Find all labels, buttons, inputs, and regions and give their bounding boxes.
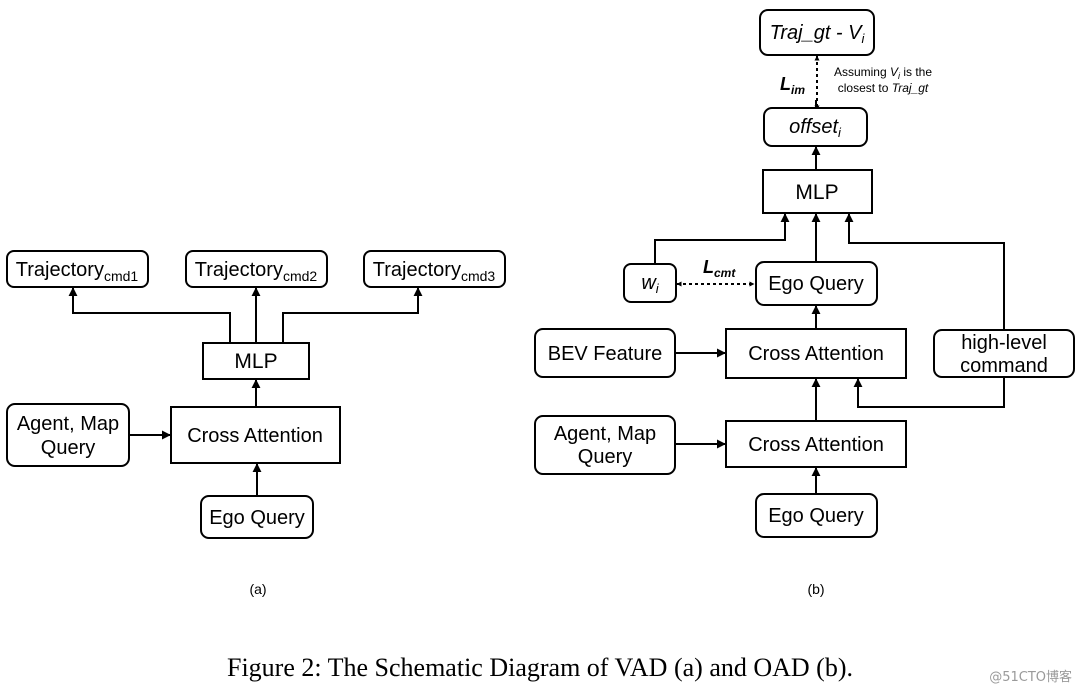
loss-cmt-label: Lcmt [703, 257, 736, 280]
trajectory-cmd1-box: Trajectorycmd1 [6, 250, 149, 288]
agent-map-query-box-a: Agent, Map Query [6, 403, 130, 467]
svg-text:Trajectorycmd3: Trajectorycmd3 [373, 259, 496, 284]
trajectory-cmd2-box: Trajectorycmd2 [185, 250, 328, 288]
arrow-w-to-mlp [654, 213, 790, 264]
panel-a-label: (a) [249, 581, 266, 597]
assumption-note-line1: Assuming Vi is the [834, 65, 932, 81]
bev-feature-label: BEV Feature [548, 343, 663, 365]
ego-query-top-label: Ego Query [768, 273, 864, 295]
agent-map-query-line2-b: Query [578, 446, 632, 468]
w-box: wi [623, 263, 677, 303]
high-level-command-box: high-level command [933, 329, 1075, 378]
w-label: w [641, 272, 657, 294]
agent-map-query-line2-a: Query [41, 437, 95, 459]
svg-text:Trajectorycmd2: Trajectorycmd2 [195, 259, 318, 284]
svg-text:wi: wi [641, 272, 659, 296]
loss-im-label: Lim [780, 74, 805, 97]
loss-im-sub: im [791, 83, 805, 97]
trajectory-cmd3-label: Trajectory [373, 259, 461, 281]
agent-map-query-line1-a: Agent, Map [17, 413, 119, 435]
high-level-command-line1: high-level [961, 332, 1047, 354]
cross-attention-upper-box: Cross Attention [725, 328, 907, 379]
arrow-command-to-mlp [844, 213, 1005, 330]
traj-gt-label: Traj_gt - V [770, 22, 864, 44]
loss-cmt-sub: cmt [714, 266, 736, 280]
ego-query-box-a: Ego Query [200, 495, 314, 539]
assumption-note-line2: closest to Traj_gt [838, 81, 929, 95]
agent-map-query-box-b: Agent, Map Query [534, 415, 676, 475]
cross-attention-label-a: Cross Attention [187, 425, 323, 447]
traj-gt-box: Traj_gt - Vi [759, 9, 875, 56]
offset-sub: i [838, 125, 842, 140]
ego-query-label-a: Ego Query [209, 507, 305, 529]
ego-query-top-box: Ego Query [755, 261, 878, 306]
agent-map-query-line1-b: Agent, Map [554, 423, 656, 445]
mlp-label-a: MLP [234, 350, 277, 373]
panel-b: Traj_gt - Vi Lim Assuming Vi is the clos… [534, 9, 1075, 597]
ego-query-bottom-label: Ego Query [768, 505, 864, 527]
figure-caption: Figure 2: The Schematic Diagram of VAD (… [226, 653, 854, 682]
cross-attention-upper-label: Cross Attention [748, 343, 884, 365]
trajectory-cmd3-box: Trajectorycmd3 [363, 250, 506, 288]
ego-query-bottom-box: Ego Query [755, 493, 878, 538]
offset-label: offset [789, 116, 839, 138]
svg-text:Trajectorycmd1: Trajectorycmd1 [16, 259, 139, 284]
trajectory-cmd3-sub: cmd3 [461, 268, 495, 284]
svg-text:offseti: offseti [789, 116, 842, 140]
offset-box: offseti [763, 107, 868, 147]
mlp-box-a: MLP [202, 342, 310, 380]
traj-gt-sub: i [861, 31, 865, 46]
arrow-mlp-to-traj3 [282, 287, 423, 343]
trajectory-cmd2-label: Trajectory [195, 259, 283, 281]
trajectory-cmd2-sub: cmd2 [283, 268, 317, 284]
high-level-command-line2: command [960, 355, 1048, 377]
arrow-mlp-to-traj1 [68, 287, 231, 343]
cross-attention-box-a: Cross Attention [170, 406, 341, 464]
panel-a: Trajectorycmd1 Trajectorycmd2 Trajectory… [6, 250, 506, 597]
svg-text:Traj_gt - Vi: Traj_gt - Vi [770, 22, 866, 46]
bev-feature-box: BEV Feature [534, 328, 676, 378]
cross-attention-lower-box: Cross Attention [725, 420, 907, 468]
mlp-box-b: MLP [762, 169, 873, 214]
panel-b-label: (b) [807, 581, 824, 597]
arrow-command-to-crossupper [853, 377, 1005, 408]
trajectory-cmd1-sub: cmd1 [104, 268, 138, 284]
trajectory-cmd1-label: Trajectory [16, 259, 104, 281]
cross-attention-lower-label: Cross Attention [748, 434, 884, 456]
w-sub: i [656, 281, 660, 296]
mlp-label-b: MLP [795, 181, 838, 204]
watermark: @51CTO博客 [989, 670, 1072, 685]
